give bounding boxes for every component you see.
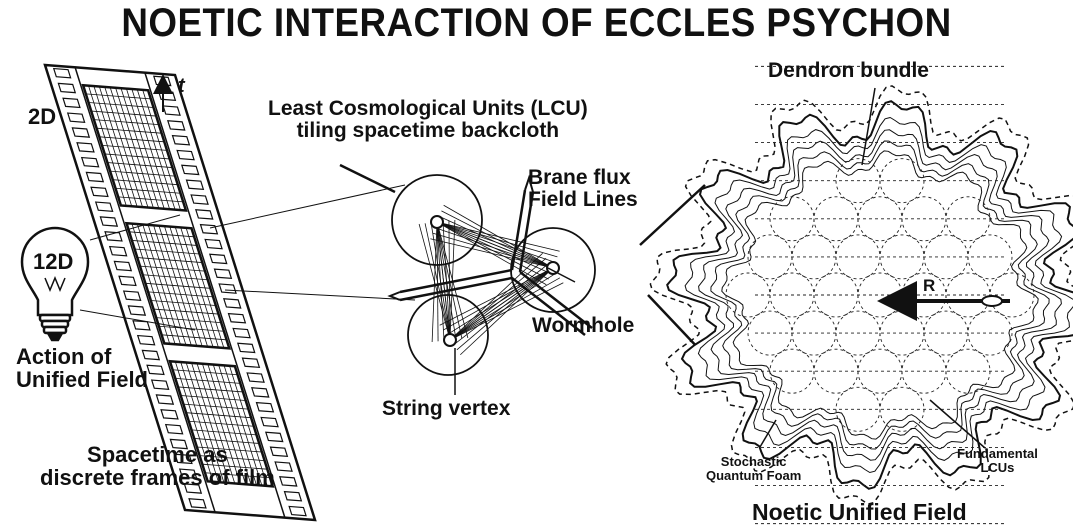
label-action-line2: Unified Field	[16, 368, 148, 391]
label-string-vertex: String vertex	[382, 398, 510, 420]
label-fundamental-lcus: Fundamental LCUs	[957, 447, 1038, 474]
vertex-node-bottom	[444, 334, 456, 346]
label-lcu-line2: tiling spacetime backcloth	[268, 120, 588, 142]
label-fundamental-line2: LCUs	[957, 461, 1038, 475]
lcu-pointer-line	[340, 165, 395, 192]
label-brane-line2: Field Lines	[528, 189, 638, 211]
wormhole-pointer	[548, 268, 575, 282]
label-dendron-bundle: Dendron bundle	[768, 60, 929, 82]
label-lcu-line1: Least Cosmological Units (LCU)	[268, 98, 588, 120]
label-spacetime-frames: Spacetime as discrete frames of film	[40, 443, 275, 489]
label-stochastic-foam: Stochastic Quantum Foam	[706, 455, 801, 482]
label-spacetime-line2: discrete frames of film	[40, 466, 275, 489]
radius-origin	[982, 296, 1002, 306]
label-12d: 12D	[33, 250, 73, 273]
label-stochastic-line2: Quantum Foam	[706, 469, 801, 483]
label-fundamental-line1: Fundamental	[957, 447, 1038, 461]
label-noetic-unified-field: Noetic Unified Field	[752, 500, 967, 524]
label-spacetime-line1: Spacetime as	[40, 443, 275, 466]
vertex-node-top	[431, 216, 443, 228]
label-time-axis: t	[178, 76, 185, 97]
label-wormhole: Wormhole	[532, 315, 634, 337]
light-bulb-icon	[22, 228, 88, 340]
label-brane-line1: Brane flux	[528, 167, 638, 189]
label-radius: R	[923, 277, 935, 295]
label-action-of-unified-field: Action of Unified Field	[16, 345, 148, 391]
label-stochastic-line1: Stochastic	[706, 455, 801, 469]
label-lcu: Least Cosmological Units (LCU) tiling sp…	[268, 98, 588, 142]
label-action-line1: Action of	[16, 345, 148, 368]
label-2d: 2D	[28, 105, 56, 128]
label-brane-flux: Brane flux Field Lines	[528, 167, 638, 211]
page-title: NOETIC INTERACTION OF ECCLES PSYCHON	[43, 2, 1030, 44]
